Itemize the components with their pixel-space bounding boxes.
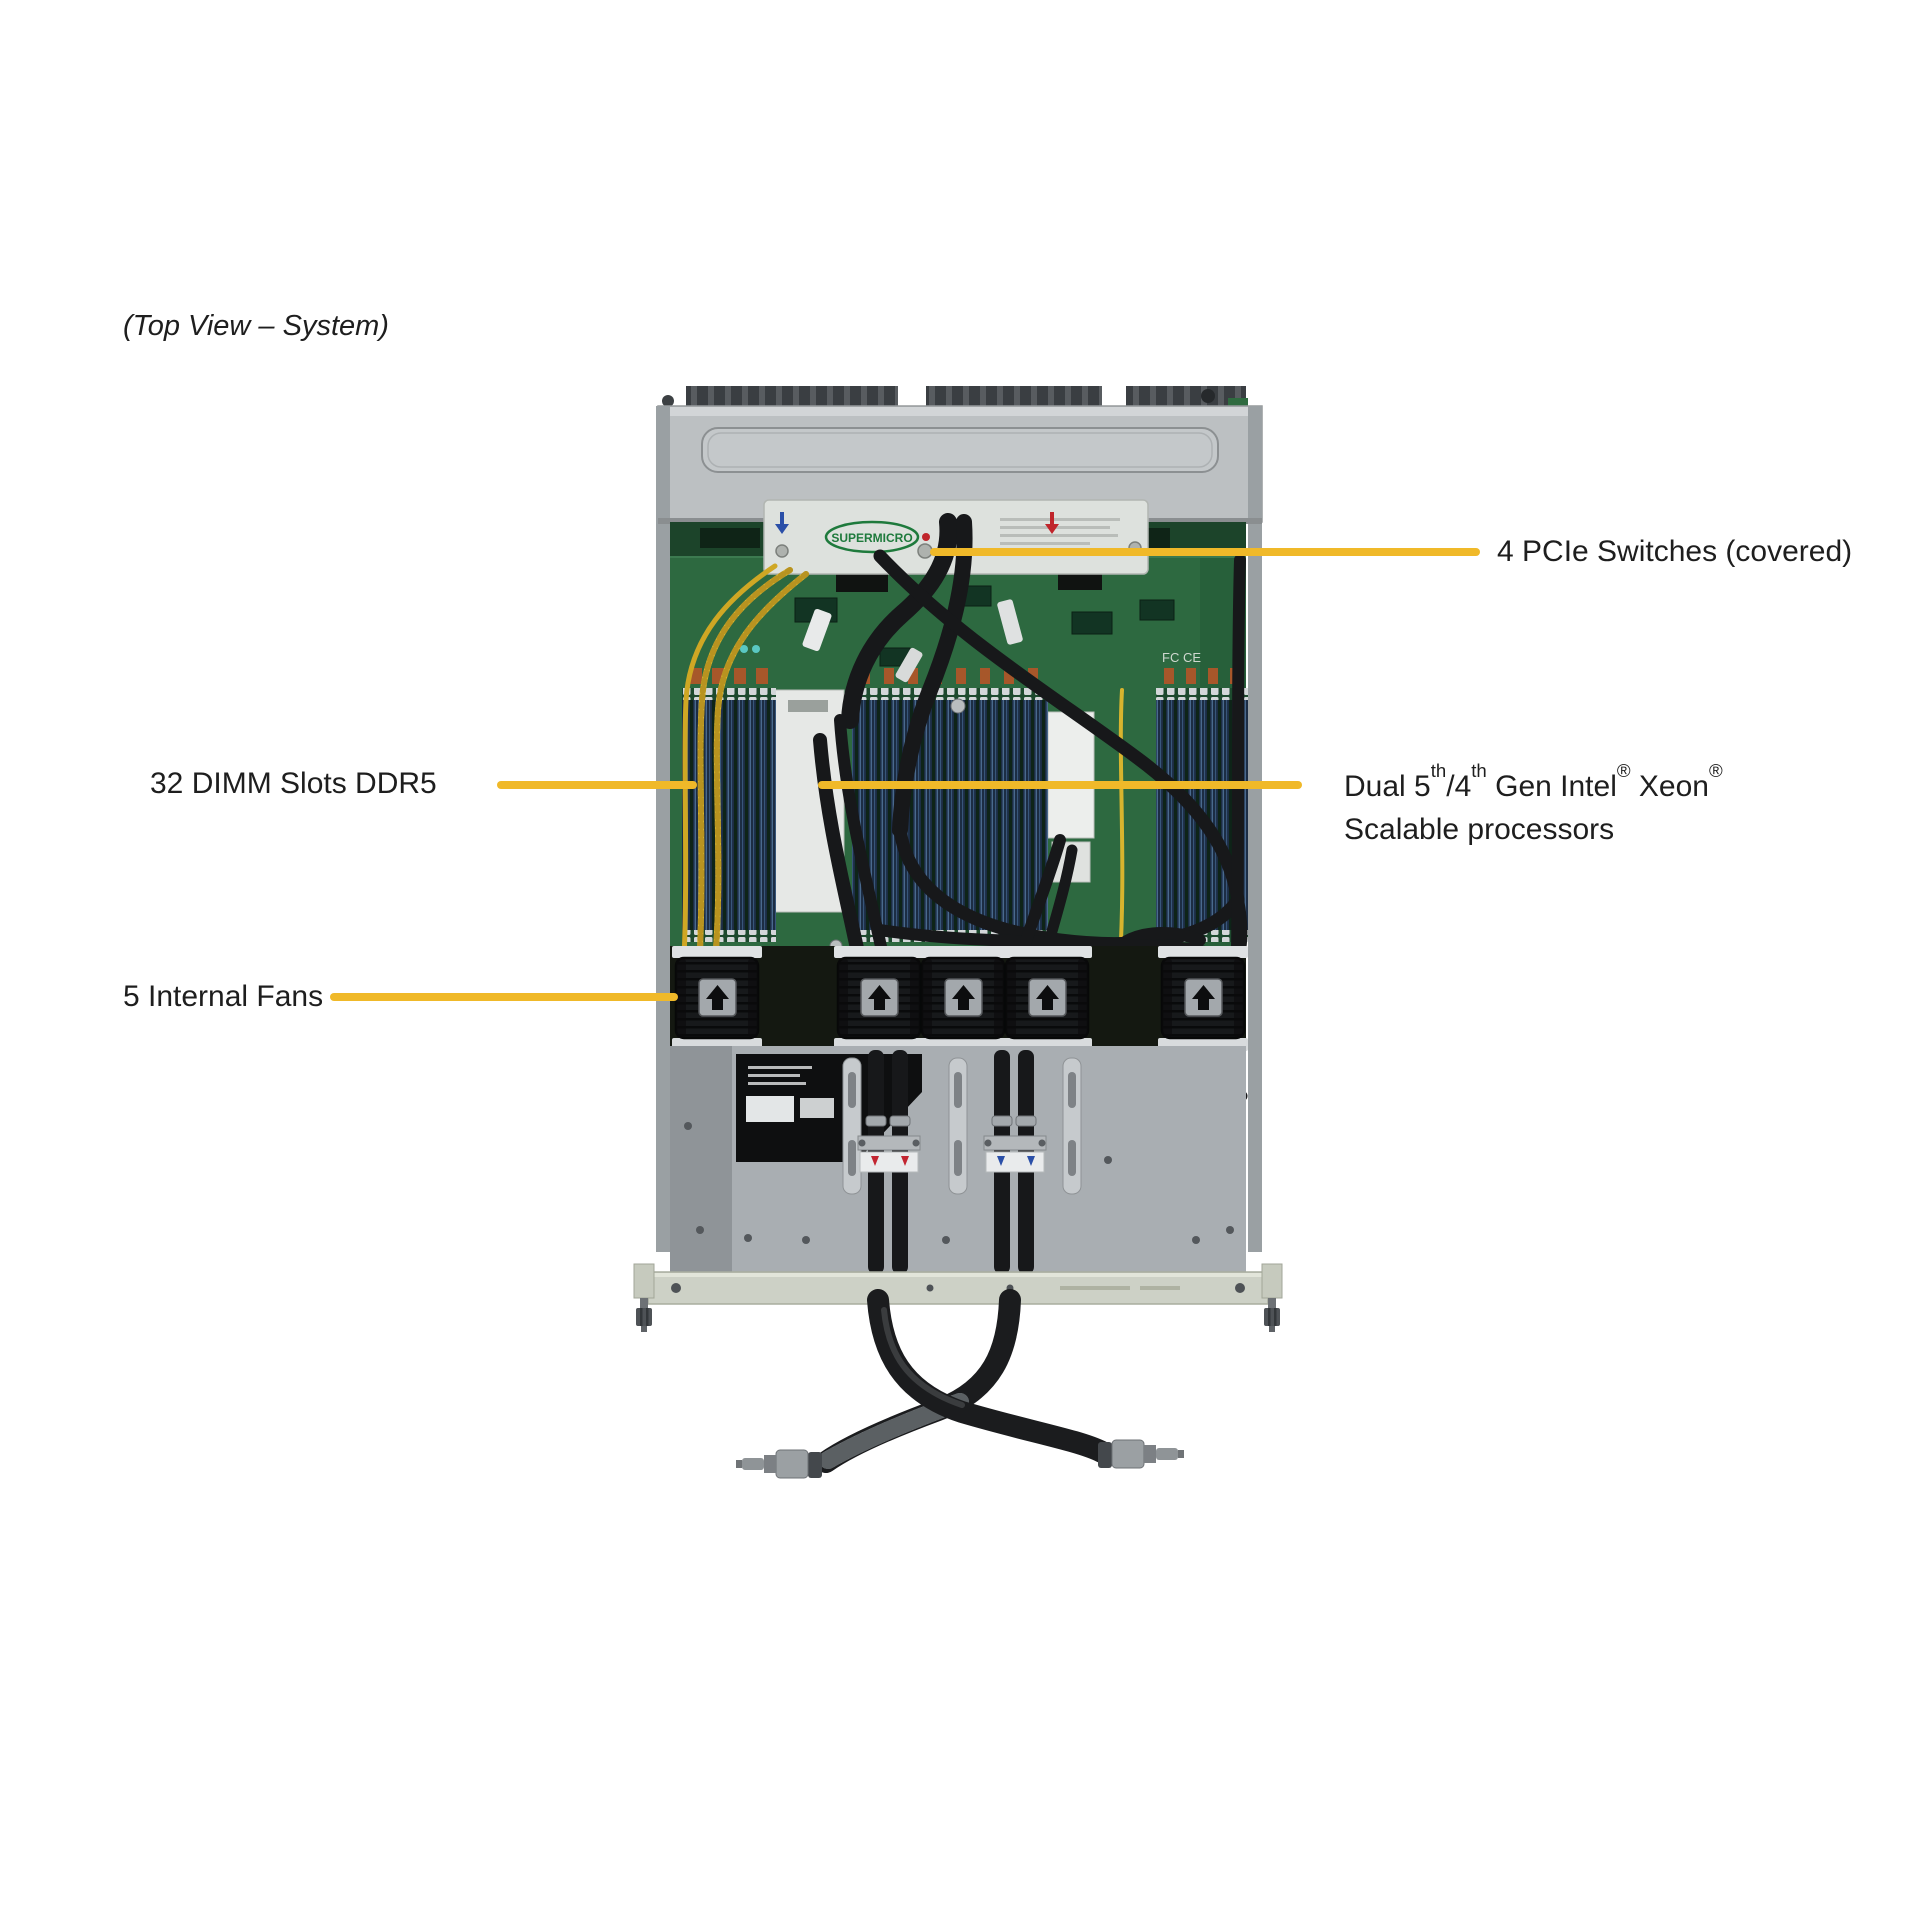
internal-fan [832, 944, 926, 1053]
tray-slotted-bars [842, 1057, 1082, 1195]
processors-label-line1: Dual 5th/4th Gen Intel® Xeon® [1344, 760, 1723, 803]
board-marking-text: FC CE [1162, 650, 1201, 665]
callout-fans-label: 5 Internal Fans [123, 980, 324, 1013]
lower-tray [670, 1046, 1246, 1276]
page-title: (Top View – System) [123, 310, 389, 342]
hose-fitting-right [1098, 1439, 1184, 1469]
internal-fan [1156, 944, 1250, 1053]
cover-blue-arrow-icon [775, 512, 789, 534]
cover-red-arrow-icon [1045, 512, 1059, 534]
bottom-rail [647, 1271, 1269, 1305]
processors-label-line2: Scalable processors [1344, 813, 1615, 846]
callout-line-processors [818, 781, 1302, 789]
callout-line-fans [330, 993, 678, 1001]
coolant-hose-right-fitting-side [867, 1289, 1113, 1463]
board-logo-text: SUPERMICRO [831, 531, 912, 545]
quick-disconnect-clamp-left [857, 1135, 921, 1173]
chassis-right-rail [1248, 406, 1262, 1252]
internal-fan [1000, 944, 1094, 1053]
fan-row [670, 944, 1250, 1053]
dimm-bank-left [682, 668, 776, 942]
thumbscrew-right [1261, 1263, 1283, 1332]
callout-line-dimm-slots [497, 781, 697, 789]
internal-fan [670, 944, 764, 1053]
internal-fan [916, 944, 1010, 1053]
callout-line-pcie-switches [930, 548, 1480, 556]
hose-fitting-left [736, 1449, 822, 1479]
thumbscrew-left [633, 1263, 655, 1332]
cable-wrap-labels [802, 599, 1023, 683]
callout-processors-label: Dual 5th/4th Gen Intel® Xeon® Scalable p… [1344, 760, 1723, 851]
chassis-left-rail [656, 406, 670, 1252]
quick-disconnect-clamp-right [983, 1135, 1047, 1173]
callout-pcie-switches-label: 4 PCIe Switches (covered) [1497, 535, 1853, 568]
callout-dimm-slots-label: 32 DIMM Slots DDR5 [150, 767, 437, 800]
